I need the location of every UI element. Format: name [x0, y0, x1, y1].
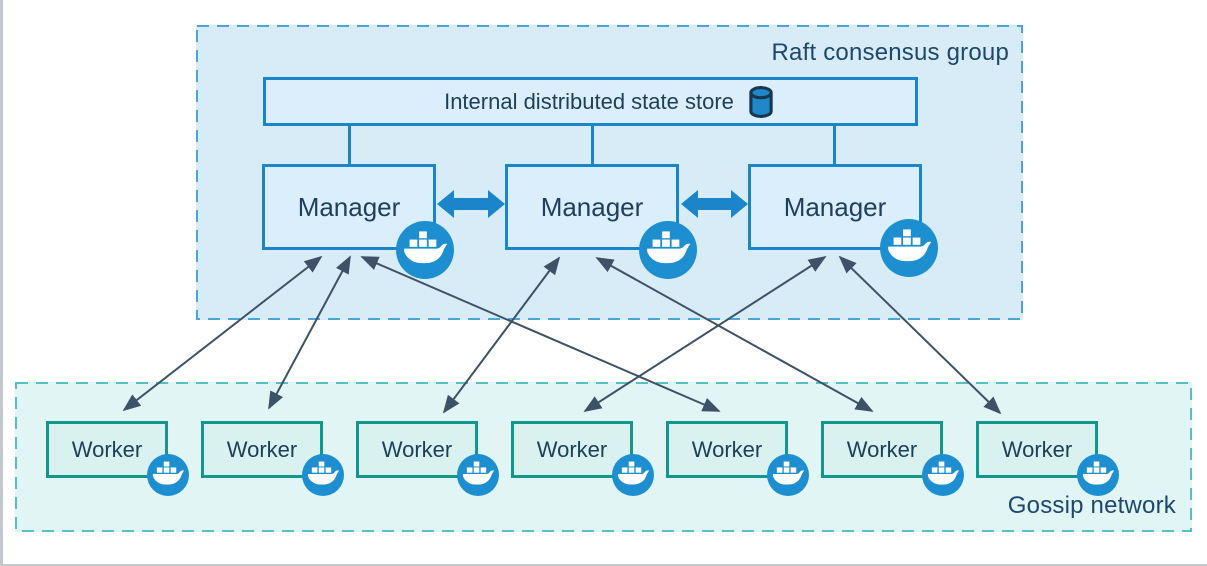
state-store-connector-1 — [348, 126, 351, 164]
worker-7-label: Worker — [1001, 436, 1073, 462]
worker-node-4: Worker — [511, 421, 633, 478]
worker-3-label: Worker — [381, 436, 453, 462]
manager-2-label: Manager — [540, 191, 644, 222]
manager-node-3: Manager — [748, 164, 922, 250]
docker-whale-icon-worker-1 — [147, 454, 189, 496]
docker-whale-icon-worker-4 — [612, 454, 654, 496]
docker-whale-icon-worker-5 — [767, 454, 809, 496]
worker-1-label: Worker — [71, 436, 143, 462]
worker-node-6: Worker — [821, 421, 943, 478]
database-cylinder-icon — [749, 85, 773, 118]
worker-node-3: Worker — [356, 421, 478, 478]
docker-whale-icon-manager-1 — [396, 221, 454, 279]
docker-whale-icon-worker-6 — [922, 454, 964, 496]
raft-group-label: Raft consensus group — [771, 39, 1009, 66]
worker-2-label: Worker — [226, 436, 298, 462]
docker-whale-icon-manager-2 — [639, 221, 697, 279]
docker-whale-icon-worker-3 — [457, 454, 499, 496]
worker-node-5: Worker — [666, 421, 788, 478]
worker-4-label: Worker — [536, 436, 608, 462]
state-store-connector-2 — [591, 126, 594, 164]
state-store-connector-3 — [833, 126, 836, 164]
worker-node-7: Worker — [976, 421, 1098, 478]
manager-peer-arrow-1 — [437, 190, 505, 218]
worker-node-2: Worker — [201, 421, 323, 478]
manager-1-label: Manager — [297, 191, 401, 222]
worker-node-1: Worker — [46, 421, 168, 478]
state-store-bar: Internal distributed state store — [263, 77, 918, 126]
gossip-network-box: Gossip network Worker Worker Worker Work… — [15, 382, 1192, 532]
worker-6-label: Worker — [846, 436, 918, 462]
docker-whale-icon-worker-7 — [1077, 454, 1119, 496]
manager-peer-arrow-2 — [681, 190, 748, 218]
manager-3-label: Manager — [783, 191, 887, 222]
state-store-label: Internal distributed state store — [444, 88, 734, 114]
docker-whale-icon-manager-3 — [880, 219, 938, 277]
worker-5-label: Worker — [691, 436, 763, 462]
gossip-network-label: Gossip network — [1007, 492, 1176, 519]
docker-whale-icon-worker-2 — [302, 454, 344, 496]
